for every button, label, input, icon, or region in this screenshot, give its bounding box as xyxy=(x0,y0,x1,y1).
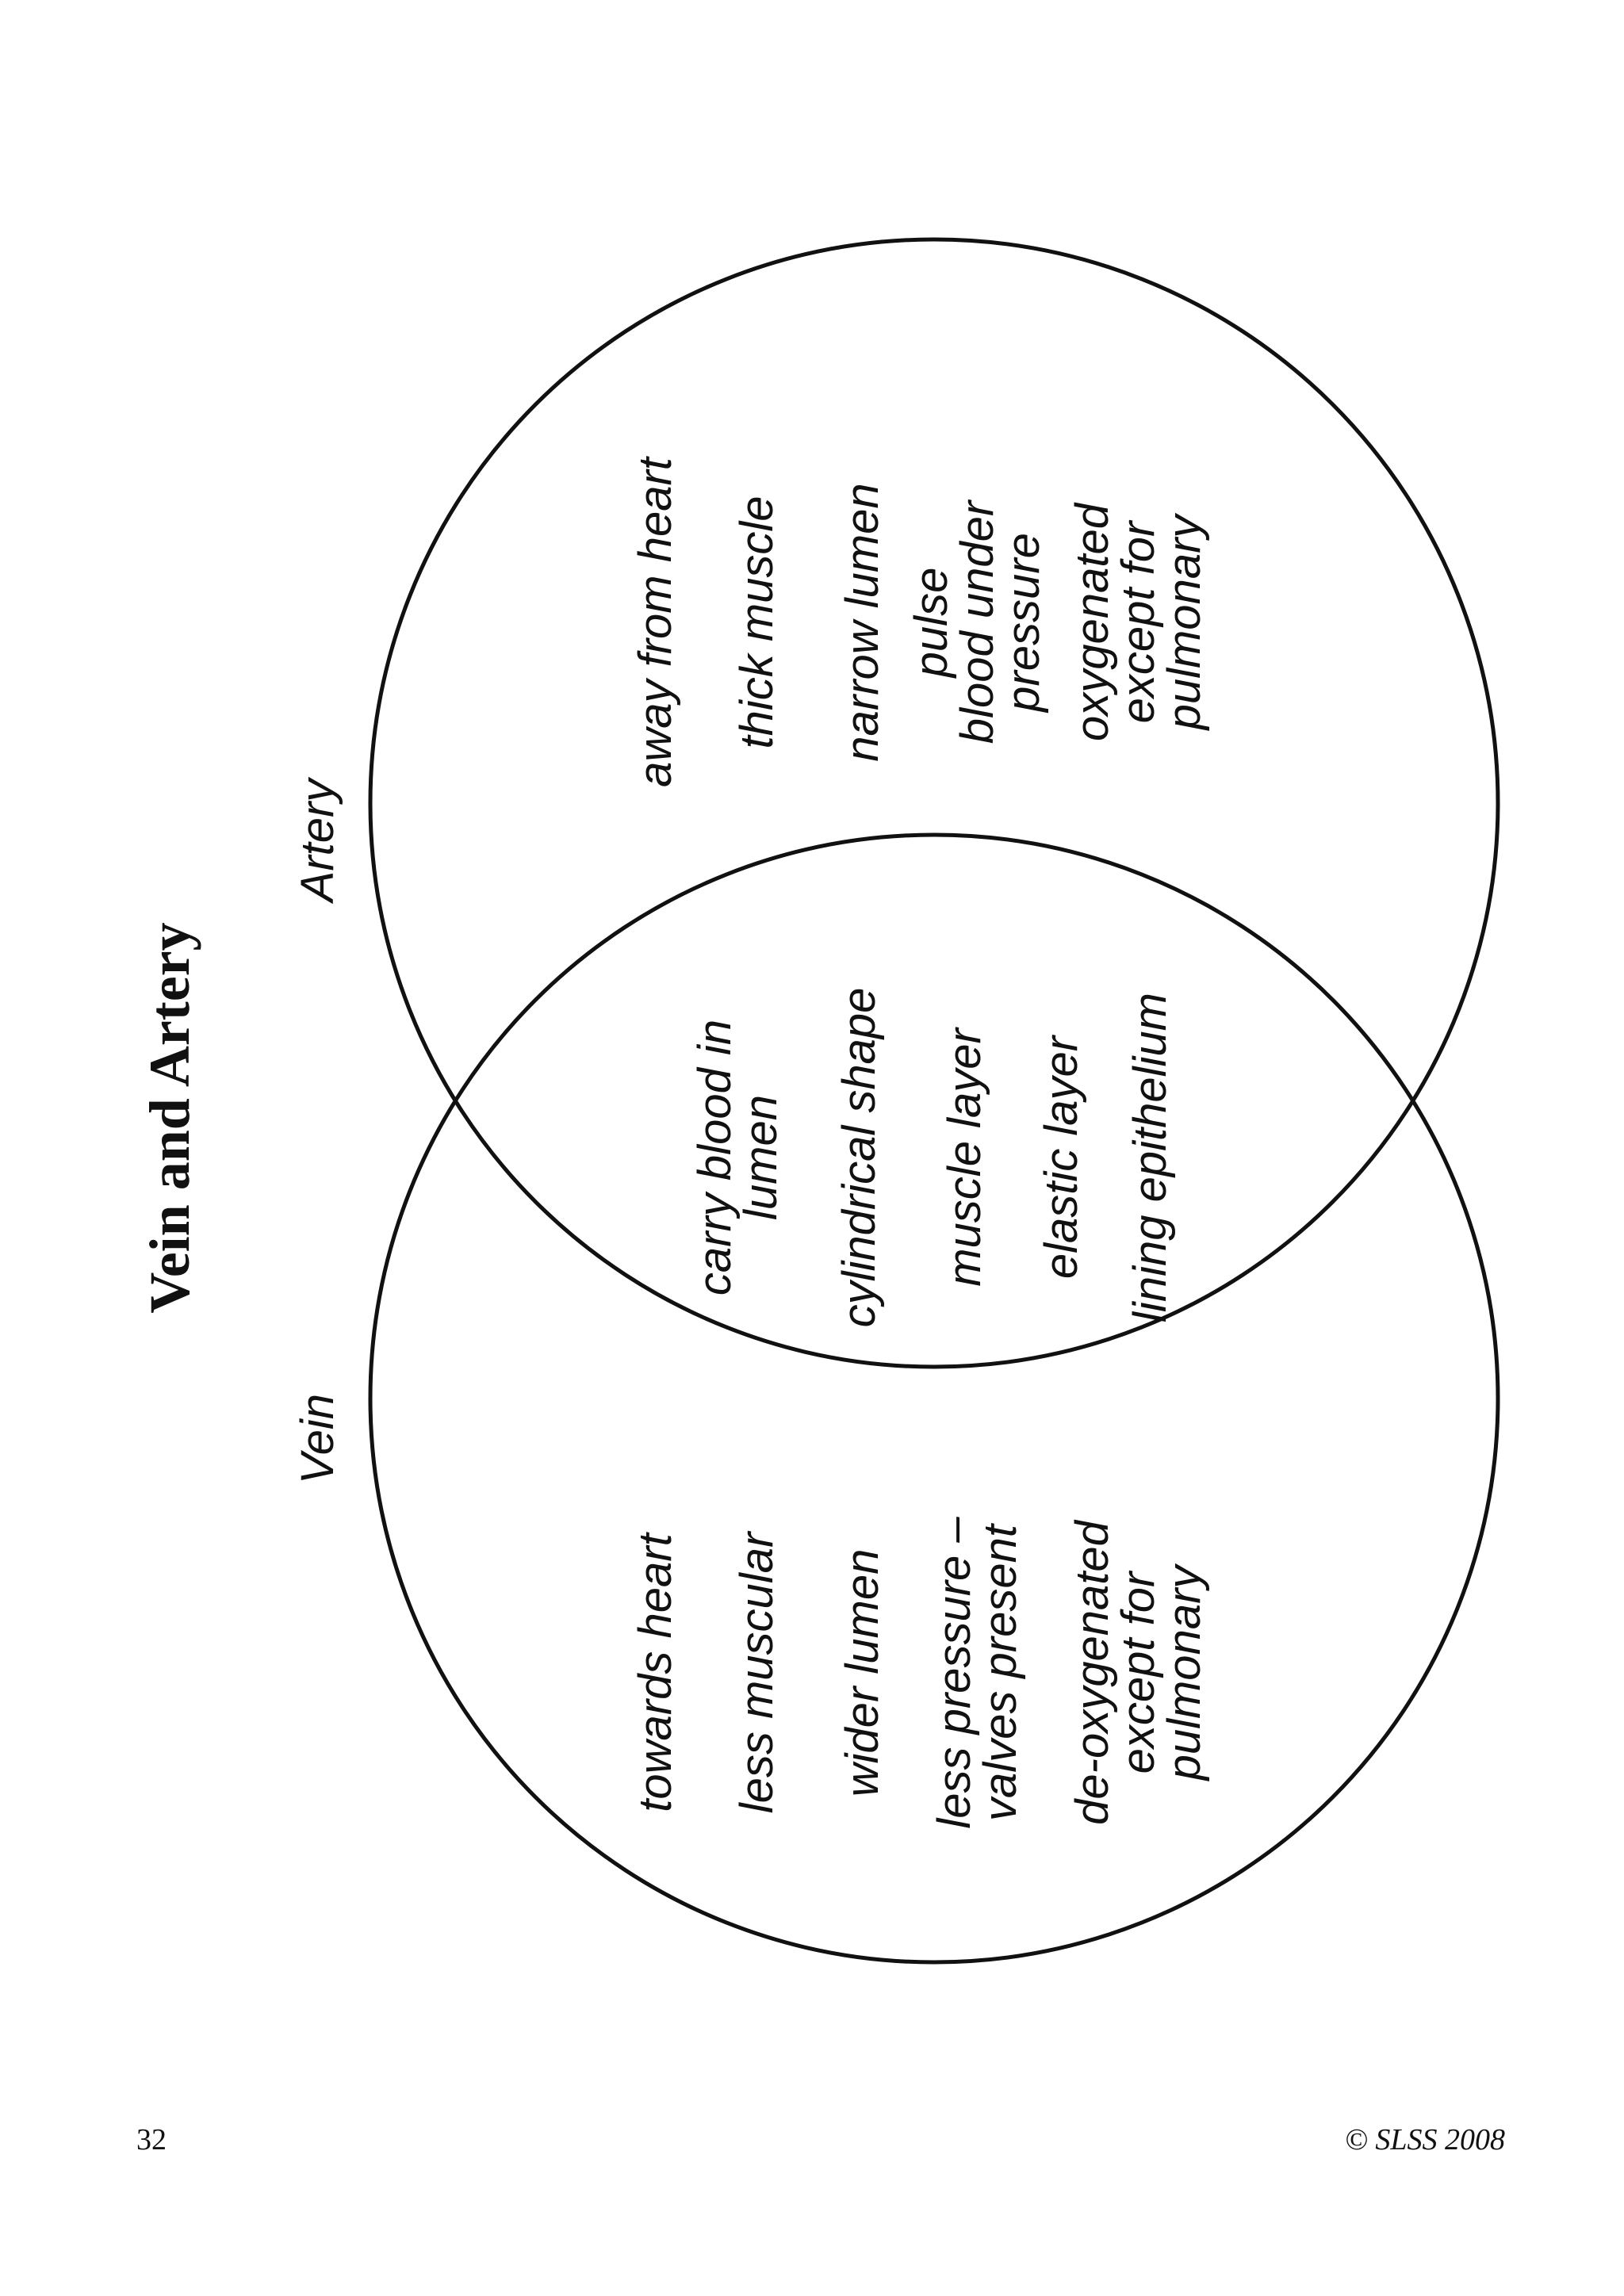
artery-item-5-line-1: oxygenated xyxy=(1067,502,1118,741)
artery-item-5: oxygenatedexcept forpulmonary xyxy=(1067,502,1210,741)
artery-item-5-line-3: pulmonary xyxy=(1159,513,1210,732)
artery-items: away from heart thick muscle narrow lumen p… xyxy=(630,455,1210,787)
both-item-5: lining epithelium xyxy=(1124,993,1176,1322)
vein-set-label: Vein xyxy=(292,1394,343,1484)
artery-item-3: narrow lumen xyxy=(837,483,888,761)
both-item-4-line-1: elastic layer xyxy=(1036,1034,1087,1279)
vein-item-5: de-oxygenatedexcept forpulmonary xyxy=(1067,1519,1210,1824)
vein-item-2-line-1: less muscular xyxy=(731,1530,783,1813)
vein-item-3: wider lumen xyxy=(837,1549,888,1797)
vein-item-4-line-2: valves present xyxy=(975,1522,1026,1821)
artery-item-4-line-1: pulse xyxy=(906,568,957,679)
artery-item-4-line-3: pressure xyxy=(998,533,1049,714)
both-item-5-line-1: lining epithelium xyxy=(1124,993,1176,1322)
both-item-1: carry blood inlumen xyxy=(689,1020,787,1295)
artery-item-3-line-1: narrow lumen xyxy=(837,483,888,761)
both-item-2-line-1: cylindrical shape xyxy=(833,988,885,1328)
vein-item-5-line-3: pulmonary xyxy=(1159,1563,1210,1782)
vein-item-5-line-2: except for xyxy=(1113,1570,1164,1774)
artery-item-1: away from heart xyxy=(630,455,681,787)
both-item-1-line-1: carry blood in xyxy=(689,1020,741,1295)
artery-item-2-line-1: thick muscle xyxy=(731,496,783,748)
page-number: 32 xyxy=(136,2123,167,2156)
both-item-4: elastic layer xyxy=(1036,1034,1087,1279)
vein-item-2: less muscular xyxy=(731,1530,783,1813)
vein-item-1-line-1: towards heart xyxy=(630,1531,681,1812)
vein-item-4-line-1: less pressure – xyxy=(929,1517,980,1829)
copyright-notice: © SLSS 2008 xyxy=(1345,2123,1505,2156)
both-item-3: muscle layer xyxy=(939,1027,990,1287)
both-item-2: cylindrical shape xyxy=(833,988,885,1328)
page-title: Vein and Artery xyxy=(138,922,201,1313)
artery-item-4: pulseblood underpressure xyxy=(906,499,1049,744)
vein-item-3-line-1: wider lumen xyxy=(837,1549,888,1797)
artery-item-5-line-2: except for xyxy=(1113,519,1164,723)
vein-item-5-line-1: de-oxygenated xyxy=(1067,1519,1118,1824)
vein-circle xyxy=(368,832,1500,1965)
shared-items: carry blood inlumen cylindrical shape musc… xyxy=(689,988,1176,1328)
artery-item-4-line-2: blood under xyxy=(952,499,1003,744)
vein-items: towards heart less muscular wider lumen les… xyxy=(630,1517,1210,1829)
vein-item-1: towards heart xyxy=(630,1531,681,1812)
vein-item-4: less pressure –valves present xyxy=(929,1517,1026,1829)
both-item-1-line-2: lumen xyxy=(735,1095,787,1220)
artery-item-2: thick muscle xyxy=(731,496,783,748)
artery-circle xyxy=(368,237,1500,1369)
artery-item-1-line-1: away from heart xyxy=(630,455,681,787)
both-item-3-line-1: muscle layer xyxy=(939,1027,990,1287)
artery-set-label: Artery xyxy=(292,777,343,905)
